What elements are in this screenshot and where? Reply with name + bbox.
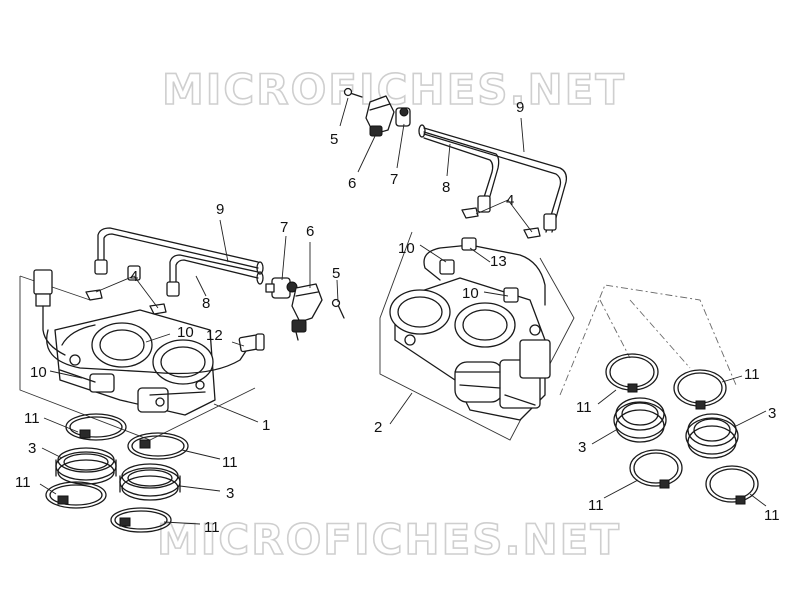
- top-part-5-screw: [343, 87, 363, 98]
- callout-3-left-2: 3: [226, 485, 234, 502]
- callout-1: 1: [262, 417, 270, 434]
- right-centerline: [559, 284, 737, 396]
- callout-6-top: 6: [348, 175, 356, 192]
- callout-2: 2: [374, 419, 382, 436]
- callouts: 5 6 7 8 9 4 10 13 10 2 9 7 6 4 8 5 10 12…: [15, 99, 780, 536]
- callout-5-top: 5: [330, 131, 338, 148]
- left-ring-3-a: [55, 447, 117, 485]
- watermark-bottom: MICROFICHES.NET: [157, 515, 621, 564]
- top-part-6-sensor: [365, 95, 395, 137]
- left-assembly-group: [19, 227, 265, 441]
- right-throttle-body: [389, 277, 551, 421]
- right-clamp-11-d: [705, 465, 759, 505]
- top-clips: [461, 207, 541, 239]
- callout-11-left-3: 11: [15, 474, 31, 491]
- callout-11-left-4: 11: [204, 519, 220, 536]
- leader-lines: [39, 97, 767, 525]
- left-ring-3-b: [119, 463, 181, 501]
- right-assembly-outline: [379, 231, 575, 441]
- callout-10-right-b: 10: [462, 285, 479, 302]
- left-part-7-sensor: [265, 277, 298, 299]
- left-clips: [85, 289, 167, 315]
- callout-10-left-a: 10: [177, 324, 194, 341]
- right-clamp-11-c: [629, 449, 683, 489]
- left-clamp-11-b: [127, 432, 189, 460]
- left-connector: [33, 269, 66, 356]
- callout-4-left: 4: [130, 268, 138, 285]
- callout-11-right-1: 11: [744, 366, 760, 383]
- left-part-5-screw: [331, 298, 345, 319]
- left-clamps-rings: [45, 413, 189, 533]
- callout-3-left-1: 3: [28, 440, 36, 457]
- callout-3-right-2: 3: [578, 439, 586, 456]
- right-clamps-rings: [559, 284, 759, 505]
- callout-7-top: 7: [390, 171, 398, 188]
- callout-7-left: 7: [280, 219, 288, 236]
- right-ring-3-a: [613, 397, 667, 443]
- left-clamp-11-c: [45, 481, 107, 509]
- callout-8-top: 8: [442, 179, 450, 196]
- right-clamp-11-a: [605, 353, 659, 393]
- callout-10-left-b: 10: [30, 364, 47, 381]
- left-fuel-pipes: [94, 227, 264, 297]
- top-part-7-sensor: [395, 107, 411, 127]
- callout-13: 13: [490, 253, 507, 270]
- callout-10-right-a: 10: [398, 240, 415, 257]
- right-ring-3-b: [685, 413, 739, 459]
- top-fuel-pipes: [418, 124, 568, 233]
- callout-11-right-4: 11: [764, 507, 780, 524]
- left-sensor-parts: [265, 277, 345, 341]
- callout-6-left: 6: [306, 223, 314, 240]
- callout-11-right-2: 11: [576, 399, 592, 416]
- callout-12: 12: [206, 327, 223, 344]
- callout-8-left: 8: [202, 295, 210, 312]
- callout-11-left-2: 11: [222, 454, 238, 471]
- right-fuel-hose: [423, 237, 546, 306]
- callout-9-left: 9: [216, 201, 224, 218]
- right-assembly-group: [379, 231, 575, 441]
- callout-11-right-3: 11: [588, 497, 604, 514]
- left-part-6-sensor: [291, 283, 323, 341]
- callout-5-left: 5: [332, 265, 340, 282]
- callout-3-right-1: 3: [768, 405, 776, 422]
- left-clamp-11-d: [110, 507, 172, 533]
- callout-4-top: 4: [506, 192, 514, 209]
- callout-9-top: 9: [516, 99, 524, 116]
- top-sensor-parts: [343, 87, 411, 137]
- callout-11-left-1: 11: [24, 410, 40, 427]
- right-clamp-11-b: [673, 369, 727, 410]
- watermark-top: MICROFICHES.NET: [162, 65, 626, 114]
- left-fuel-hose: [46, 329, 265, 375]
